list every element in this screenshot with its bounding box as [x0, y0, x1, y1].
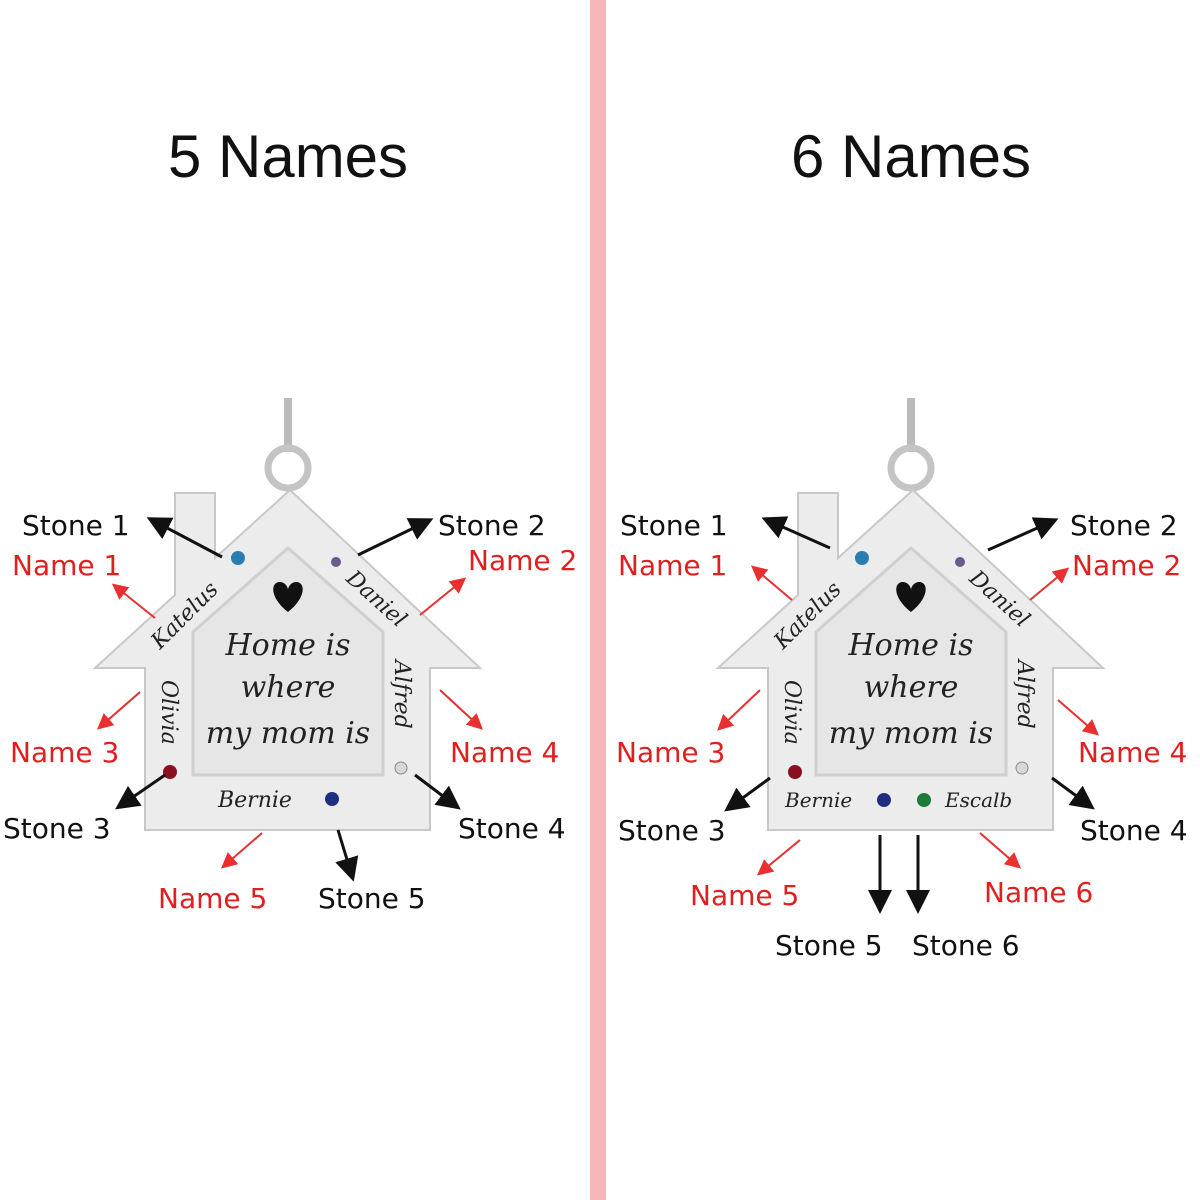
- quote-line: where: [864, 670, 959, 705]
- panel-divider: [590, 0, 606, 1200]
- label-stone-6: Stone 6: [912, 929, 1020, 962]
- callouts: Stone 1 Name 1 Stone 2 Name 2 Name 3 Nam…: [3, 509, 577, 915]
- engraved-name-3: Olivia: [156, 680, 181, 745]
- label-stone-4: Stone 4: [458, 812, 566, 845]
- label-stone-2: Stone 2: [438, 509, 546, 542]
- house-inner-frame: [814, 545, 1008, 777]
- label-name-2: Name 2: [1072, 549, 1181, 582]
- birthstone-5: [325, 792, 339, 806]
- heart-icon: [273, 582, 303, 612]
- engraved-name-6: Escalb: [944, 788, 1012, 812]
- birthstone-1: [231, 551, 245, 565]
- jump-ring: [887, 444, 935, 492]
- birthstone-5: [877, 793, 891, 807]
- birthstone-1: [855, 551, 869, 565]
- birthstone-4: [394, 761, 408, 775]
- quote-line: Home is: [848, 628, 974, 663]
- label-stone-5: Stone 5: [318, 882, 426, 915]
- jump-ring: [264, 444, 312, 492]
- label-name-4: Name 4: [450, 736, 559, 769]
- label-name-1: Name 1: [618, 549, 727, 582]
- panel-title: 5 Names: [168, 123, 408, 190]
- birthstone-2: [955, 557, 965, 567]
- label-name-1: Name 1: [12, 549, 121, 582]
- birthstone-4: [1015, 761, 1029, 775]
- engraved-name-3: Olivia: [779, 680, 804, 745]
- label-name-3: Name 3: [10, 736, 119, 769]
- birthstone-3: [788, 765, 802, 779]
- house-inner-frame: [191, 545, 385, 777]
- engraved-name-5: Bernie: [217, 788, 292, 813]
- pendant: Home is where my mom is Katelus Daniel O…: [715, 398, 1106, 831]
- panel-5-names: 5 Names Home is where my mom is Katelus …: [3, 123, 577, 915]
- engraved-name-4: Alfred: [1012, 658, 1037, 729]
- quote-line: my mom is: [829, 716, 993, 751]
- label-stone-3: Stone 3: [3, 812, 111, 845]
- birthstone-6: [917, 793, 931, 807]
- panel-6-names: 6 Names Home is where my mom is Katelus …: [616, 123, 1188, 962]
- label-name-5: Name 5: [690, 879, 799, 912]
- label-stone-1: Stone 1: [22, 509, 130, 542]
- label-stone-1: Stone 1: [620, 509, 728, 542]
- label-stone-2: Stone 2: [1070, 509, 1178, 542]
- callouts: Stone 1 Name 1 Stone 2 Name 2 Name 3 Nam…: [616, 509, 1188, 962]
- heart-icon: [896, 582, 926, 612]
- label-name-2: Name 2: [468, 544, 577, 577]
- engraved-name-5: Bernie: [784, 788, 852, 812]
- label-name-6: Name 6: [984, 876, 1093, 909]
- quote-line: where: [241, 670, 336, 705]
- label-stone-3: Stone 3: [618, 814, 726, 847]
- label-name-5: Name 5: [158, 882, 267, 915]
- label-stone-4: Stone 4: [1080, 814, 1188, 847]
- quote-line: my mom is: [206, 716, 370, 751]
- birthstone-2: [331, 557, 341, 567]
- label-name-4: Name 4: [1078, 736, 1187, 769]
- pendant: Home is where my mom is Katelus Daniel O…: [92, 398, 483, 831]
- label-stone-5: Stone 5: [775, 929, 883, 962]
- panel-title: 6 Names: [791, 123, 1031, 190]
- birthstone-3: [163, 765, 177, 779]
- label-name-3: Name 3: [616, 736, 725, 769]
- engraved-name-4: Alfred: [389, 658, 414, 729]
- quote-line: Home is: [225, 628, 351, 663]
